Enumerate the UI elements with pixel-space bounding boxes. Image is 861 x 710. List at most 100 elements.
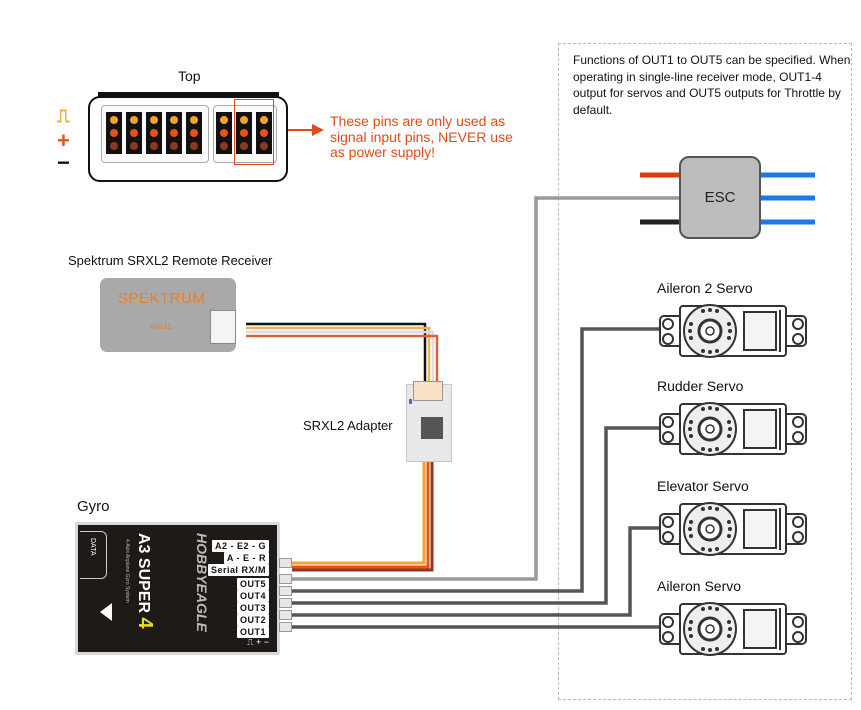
ground-pin-dot [110, 142, 118, 150]
signal-pin-dot [130, 116, 138, 124]
signal-pins-highlight [234, 99, 274, 165]
header-title: Top [178, 68, 201, 84]
port-label-a2-e2-g: A2 - E2 - G [211, 540, 269, 552]
servo-horn-hole [701, 507, 705, 511]
power-pin-dot [110, 129, 118, 137]
servo-horn-hole [708, 606, 712, 610]
power-pin-dot [170, 129, 178, 137]
power-pin-dot [220, 129, 228, 137]
signal-pin-dot [170, 116, 178, 124]
servo-horn-hole [727, 620, 731, 624]
gyro-product-name: A3 SUPER [135, 533, 152, 614]
warning-text: These pins are only used as signal input… [330, 113, 513, 160]
power-pin-dot [150, 129, 158, 137]
servo-label: Aileron 2 Servo [657, 280, 753, 296]
servo-horn-hole [689, 420, 693, 424]
servo-horn-hole [715, 309, 719, 313]
ground-pin-dot [170, 142, 178, 150]
adapter-connector [413, 381, 443, 401]
ground-pin-dot [130, 142, 138, 150]
servo-horn-hole [715, 407, 719, 411]
gyro-product-number: 4 [134, 617, 156, 629]
header-pin-2 [126, 112, 142, 154]
output-note: Functions of OUT1 to OUT5 can be specifi… [573, 53, 851, 117]
signal-pin-dot [190, 116, 198, 124]
out3-wire [292, 426, 660, 605]
servo-horn-hole [701, 607, 705, 611]
servo-label: Rudder Servo [657, 378, 744, 394]
servo-icon [659, 402, 807, 456]
servo-horn-hole [715, 607, 719, 611]
header-pin-7 [236, 112, 252, 154]
ground-pin-dot [240, 142, 248, 150]
servo-horn-hole [701, 309, 705, 313]
esc: ESC [679, 156, 761, 239]
servo-horn-hole [701, 547, 705, 551]
servo-horn-hole [727, 434, 731, 438]
servo-horn-hole [689, 336, 693, 340]
servo-horn-hole [728, 427, 732, 431]
adapter-chip [421, 417, 443, 439]
servo-horn-hole [708, 308, 712, 312]
servo-horn-hole [728, 627, 732, 631]
header-pin-4 [166, 112, 182, 154]
servo-horn-hole [688, 329, 692, 333]
spektrum-receiver: SPEKTRUM 46511 [100, 278, 236, 352]
port-label-serial-rx-m: Serial RX/M [207, 564, 269, 576]
power-pin-dot [260, 129, 268, 137]
signal-pin-dot [240, 116, 248, 124]
ground-pin-dot [150, 142, 158, 150]
signal-pin-dot [220, 116, 228, 124]
adapter-label: SRXL2 Adapter [303, 418, 393, 433]
data-port[interactable]: DATA [80, 531, 107, 579]
servo-horn-hole [689, 620, 693, 624]
gyro-product: A3 SUPER 4 [133, 533, 156, 629]
servo-horn-hole [701, 349, 705, 353]
out4-wire [292, 327, 660, 593]
servo-horn-hole [715, 447, 719, 451]
port-connector-serial-rx-m[interactable] [279, 558, 292, 568]
signal-pin-dot [110, 116, 118, 124]
minus-pin-icon: − [57, 150, 70, 175]
servo-horn-hole [701, 407, 705, 411]
port-connector-out3[interactable] [279, 598, 292, 608]
servo-horn-hole [701, 647, 705, 651]
servo-horn-hole [708, 350, 712, 354]
adapter-led [409, 399, 412, 404]
servo-horn-hole [708, 548, 712, 552]
servo-horn-hole [727, 336, 731, 340]
header-pin-8 [256, 112, 272, 154]
header-pin-6 [216, 112, 232, 154]
signal-pin-icon: ⎍ [57, 106, 70, 126]
servo-horn-hole [715, 647, 719, 651]
esc-label: ESC [704, 189, 736, 206]
plus-pin-icon: + [57, 128, 70, 153]
gyro-pin-legend: ⎍ + − [247, 637, 269, 647]
port-label-out2: OUT2 [236, 614, 269, 626]
port-connector-out2[interactable] [279, 610, 292, 620]
servo-horn-hole [727, 420, 731, 424]
signal-pin-dot [260, 116, 268, 124]
power-pin-dot [130, 129, 138, 137]
port-connector-out4[interactable] [279, 586, 292, 596]
servo-horn-hole [715, 547, 719, 551]
servo-horn-hole [688, 527, 692, 531]
gyro-label: Gyro [77, 498, 110, 515]
srxl2-adapter [406, 381, 452, 462]
servo-horn-hole [708, 448, 712, 452]
port-connector-out5[interactable] [279, 574, 292, 584]
header-pin-3 [146, 112, 162, 154]
port-connector-out1[interactable] [279, 622, 292, 632]
servo-horn-hole [727, 534, 731, 538]
servo-horn-hole [689, 520, 693, 524]
servo-horn-hole [727, 322, 731, 326]
servo-horn-hole [728, 329, 732, 333]
power-pin-dot [240, 129, 248, 137]
ground-pin-dot [190, 142, 198, 150]
servo-horn-hole [727, 520, 731, 524]
servo-horn-hole [701, 447, 705, 451]
servo-horn-hole [689, 434, 693, 438]
data-port-label: DATA [89, 538, 96, 556]
port-label-out5: OUT5 [236, 578, 269, 590]
header-pin-1 [106, 112, 122, 154]
